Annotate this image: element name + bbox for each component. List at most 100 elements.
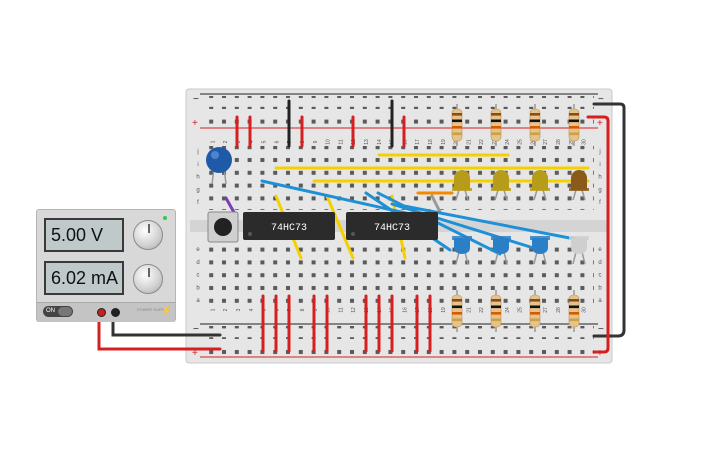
led[interactable] bbox=[452, 170, 472, 201]
current-knob[interactable] bbox=[133, 264, 163, 294]
row-label: b bbox=[598, 285, 602, 291]
column-label: 8 bbox=[300, 308, 306, 311]
column-label: 24 bbox=[505, 139, 511, 145]
resistor[interactable] bbox=[529, 104, 541, 146]
signal-wires[interactable] bbox=[224, 153, 590, 260]
led[interactable] bbox=[491, 236, 511, 265]
column-label: 4 bbox=[249, 140, 255, 143]
chip-2-label: 74HC73 bbox=[374, 223, 410, 234]
row-label: h bbox=[196, 175, 199, 181]
led[interactable] bbox=[569, 170, 589, 201]
column-label: 11 bbox=[338, 307, 344, 312]
row-label: i bbox=[599, 162, 600, 168]
status-led-icon bbox=[163, 216, 167, 220]
row-label: g bbox=[196, 187, 199, 193]
column-label: 2 bbox=[223, 140, 229, 143]
resistors-top[interactable] bbox=[451, 104, 580, 146]
column-label: 17 bbox=[415, 139, 421, 145]
top-terminal-strip bbox=[206, 146, 594, 210]
row-label: j bbox=[598, 149, 600, 155]
column-label: 30 bbox=[582, 139, 588, 145]
negative-terminal[interactable] bbox=[111, 308, 120, 317]
supply-brand: POWER SUPPLY bbox=[137, 307, 169, 312]
resistor[interactable] bbox=[568, 104, 580, 146]
lightning-icon: ⚡ bbox=[161, 305, 173, 315]
resistor[interactable] bbox=[451, 290, 463, 332]
column-label: 11 bbox=[338, 139, 344, 144]
column-label: 9 bbox=[313, 308, 319, 311]
power-switch-label: ON bbox=[46, 308, 55, 314]
resistor[interactable] bbox=[568, 290, 580, 332]
resistor[interactable] bbox=[490, 290, 502, 332]
column-label: 26 bbox=[530, 139, 536, 145]
column-label: 19 bbox=[441, 307, 447, 313]
column-label: 3 bbox=[236, 140, 242, 143]
column-label: 21 bbox=[466, 307, 472, 313]
row-label: e bbox=[598, 247, 602, 253]
rail-plus-top: + bbox=[192, 118, 198, 129]
led[interactable] bbox=[452, 236, 472, 265]
row-label: c bbox=[197, 273, 200, 279]
column-label: 5 bbox=[262, 308, 268, 311]
column-label: 25 bbox=[518, 307, 524, 313]
column-label: 2 bbox=[223, 308, 229, 311]
led[interactable] bbox=[530, 236, 550, 265]
chip-1[interactable]: 74HC73 bbox=[243, 212, 335, 240]
row-label: a bbox=[598, 298, 602, 304]
capacitor[interactable] bbox=[206, 147, 232, 185]
column-label: 27 bbox=[543, 307, 549, 313]
column-label: 1 bbox=[210, 140, 216, 143]
column-label: 25 bbox=[518, 139, 524, 145]
resistor[interactable] bbox=[451, 104, 463, 146]
column-label: 5 bbox=[262, 140, 268, 143]
row-label: b bbox=[196, 285, 200, 291]
column-label: 27 bbox=[543, 139, 549, 145]
column-label: 6 bbox=[274, 140, 280, 143]
column-label: 10 bbox=[326, 139, 332, 145]
chip-1-label: 74HC73 bbox=[271, 223, 307, 234]
column-label: 3 bbox=[236, 308, 242, 311]
rail-minus-bottom-right: − bbox=[598, 324, 604, 335]
power-switch[interactable]: ON bbox=[43, 306, 73, 317]
column-label: 13 bbox=[364, 139, 370, 145]
leds-bottom[interactable] bbox=[452, 236, 589, 265]
chip-2[interactable]: 74HC73 bbox=[346, 212, 438, 240]
row-label: f bbox=[197, 200, 199, 206]
row-label: g bbox=[598, 187, 601, 193]
rail-minus-top: − bbox=[193, 94, 199, 105]
voltage-knob[interactable] bbox=[133, 220, 163, 250]
pushbutton[interactable] bbox=[207, 211, 239, 243]
rail-minus-top-right: − bbox=[598, 94, 604, 105]
row-label: h bbox=[598, 175, 601, 181]
column-label: 18 bbox=[428, 139, 434, 145]
column-label: 22 bbox=[479, 139, 485, 145]
row-label: j bbox=[196, 149, 198, 155]
led[interactable] bbox=[491, 170, 511, 201]
column-label: 22 bbox=[479, 307, 485, 313]
resistor[interactable] bbox=[529, 290, 541, 332]
power-supply[interactable]: 5.00 V 6.02 mA ON POWER SUPPLY ⚡ bbox=[36, 209, 176, 322]
rail-plus-top-right: + bbox=[597, 118, 603, 129]
led[interactable] bbox=[530, 170, 550, 201]
column-label: 14 bbox=[377, 139, 383, 145]
leds-top[interactable] bbox=[452, 170, 589, 201]
positive-terminal[interactable] bbox=[97, 308, 106, 317]
column-label: 21 bbox=[466, 139, 472, 145]
led[interactable] bbox=[569, 236, 589, 265]
row-label: c bbox=[599, 273, 602, 279]
column-label: 10 bbox=[326, 307, 332, 313]
column-label: 1 bbox=[210, 308, 216, 311]
column-label: 28 bbox=[556, 139, 562, 145]
row-label: e bbox=[196, 247, 200, 253]
resistors-bottom[interactable] bbox=[451, 290, 580, 332]
resistor[interactable] bbox=[490, 104, 502, 146]
column-label: 28 bbox=[556, 307, 562, 313]
row-label: i bbox=[197, 162, 198, 168]
column-label: 12 bbox=[351, 307, 357, 313]
column-label: 24 bbox=[505, 307, 511, 313]
rail-jumper-wires[interactable] bbox=[235, 99, 432, 353]
column-label: 29 bbox=[569, 139, 575, 145]
bottom-terminal-strip bbox=[206, 244, 594, 308]
